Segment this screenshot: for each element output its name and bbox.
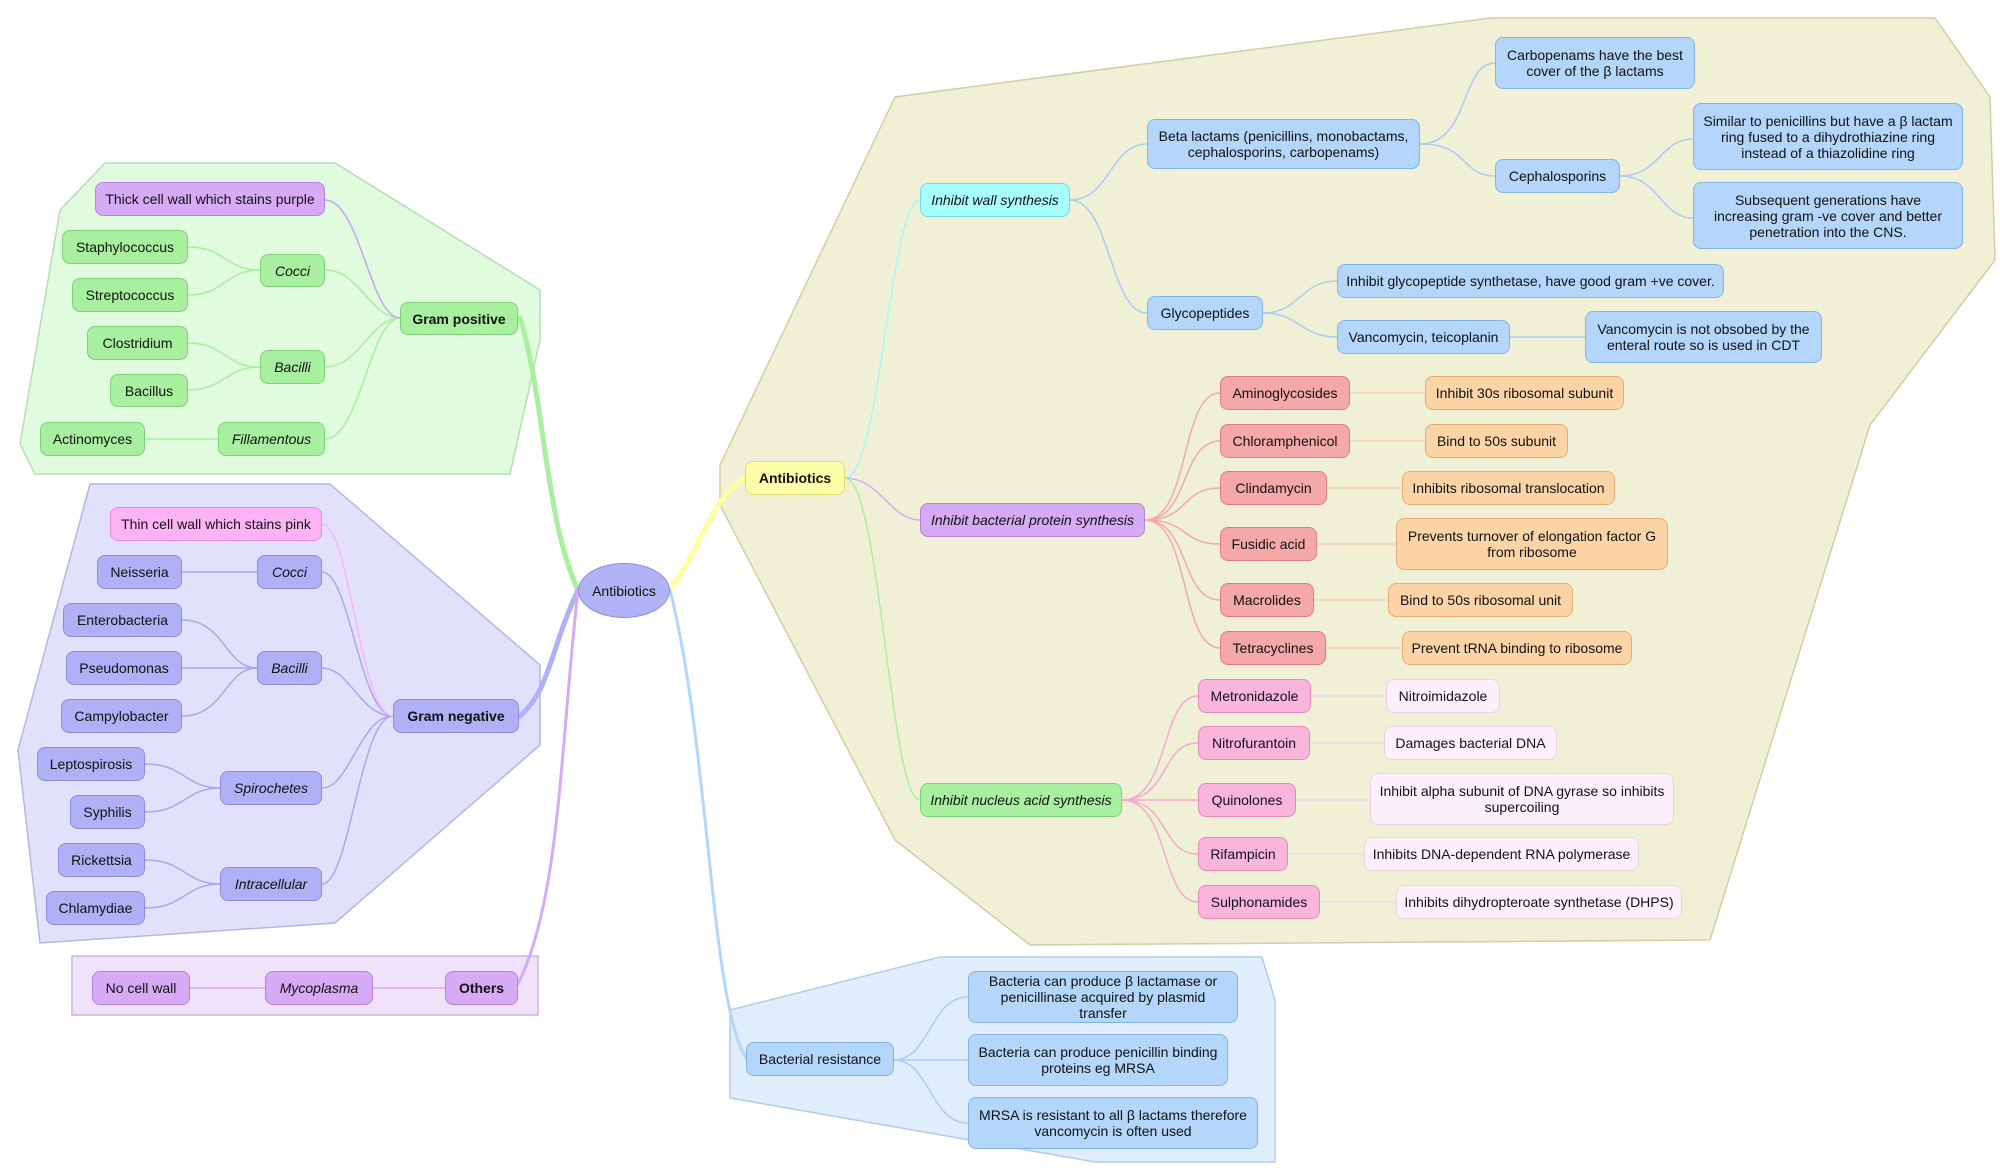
gram-negative-cocci-node[interactable]: Cocci	[257, 555, 322, 589]
cephalosporins-node[interactable]: Cephalosporins	[1495, 159, 1620, 193]
rickettsia-node[interactable]: Rickettsia	[58, 843, 145, 877]
syphilis-node[interactable]: Syphilis	[70, 795, 145, 829]
gram-negative-node[interactable]: Gram negative	[393, 699, 519, 733]
streptococcus-node[interactable]: Streptococcus	[72, 278, 188, 312]
leptospirosis-node[interactable]: Leptospirosis	[37, 747, 145, 781]
rifampicin-node[interactable]: Rifampicin	[1198, 837, 1288, 871]
chloramphenicol-action-node[interactable]: Bind to 50s subunit	[1425, 424, 1568, 458]
rifampicin-action-node[interactable]: Inhibits DNA-dependent RNA polymerase	[1364, 837, 1639, 871]
gram-positive-wall-node[interactable]: Thick cell wall which stains purple	[95, 182, 325, 216]
bacillus-node[interactable]: Bacillus	[110, 374, 188, 407]
cephalosporins-note-1-node[interactable]: Similar to penicillins but have a β lact…	[1693, 103, 1963, 170]
metronidazole-node[interactable]: Metronidazole	[1198, 679, 1311, 713]
pseudomonas-node[interactable]: Pseudomonas	[66, 651, 182, 685]
fusidic-acid-node[interactable]: Fusidic acid	[1220, 527, 1317, 561]
gram-positive-cocci-node[interactable]: Cocci	[260, 254, 325, 287]
actinomyces-node[interactable]: Actinomyces	[40, 422, 145, 456]
nitrofurantoin-node[interactable]: Nitrofurantoin	[1198, 726, 1310, 760]
inhibit-protein-synthesis-node[interactable]: Inhibit bacterial protein synthesis	[920, 503, 1145, 537]
others-node[interactable]: Others	[445, 971, 518, 1005]
gram-negative-region	[17, 483, 541, 944]
clostridium-node[interactable]: Clostridium	[87, 326, 188, 360]
staphylococcus-node[interactable]: Staphylococcus	[62, 230, 188, 264]
fusidic-acid-action-node[interactable]: Prevents turnover of elongation factor G…	[1396, 518, 1668, 570]
enterobacteria-node[interactable]: Enterobacteria	[63, 603, 182, 637]
clindamycin-node[interactable]: Clindamycin	[1220, 471, 1327, 505]
inhibit-nucleic-acid-synthesis-node[interactable]: Inhibit nucleus acid synthesis	[920, 783, 1122, 817]
metronidazole-action-node[interactable]: Nitroimidazole	[1386, 679, 1500, 713]
chloramphenicol-node[interactable]: Chloramphenicol	[1220, 424, 1350, 458]
chlamydiae-node[interactable]: Chlamydiae	[46, 891, 145, 925]
tetracyclines-node[interactable]: Tetracyclines	[1220, 631, 1326, 665]
gram-negative-wall-node[interactable]: Thin cell wall which stains pink	[110, 507, 322, 541]
aminoglycosides-node[interactable]: Aminoglycosides	[1220, 376, 1350, 410]
quinolones-node[interactable]: Quinolones	[1198, 783, 1296, 817]
nitrofurantoin-action-node[interactable]: Damages bacterial DNA	[1384, 726, 1557, 760]
resistance-item-3-node[interactable]: MRSA is resistant to all β lactams there…	[968, 1097, 1258, 1149]
campylobacter-node[interactable]: Campylobacter	[61, 699, 182, 733]
spirochetes-node[interactable]: Spirochetes	[220, 771, 322, 805]
glycopeptides-note-node[interactable]: Inhibit glycopeptide synthetase, have go…	[1337, 264, 1724, 298]
cephalosporins-note-2-node[interactable]: Subsequent generations have increasing g…	[1693, 182, 1963, 249]
intracellular-node[interactable]: Intracellular	[220, 867, 322, 901]
bacterial-resistance-node[interactable]: Bacterial resistance	[746, 1042, 894, 1076]
inhibit-wall-synthesis-node[interactable]: Inhibit wall synthesis	[920, 183, 1070, 217]
vancomycin-note-node[interactable]: Vancomycin is not obsobed by the enteral…	[1585, 311, 1822, 363]
sulphonamides-action-node[interactable]: Inhibits dihydropteroate synthetase (DHP…	[1396, 885, 1682, 919]
aminoglycosides-action-node[interactable]: Inhibit 30s ribosomal subunit	[1425, 376, 1624, 410]
vancomycin-teicoplanin-node[interactable]: Vancomycin, teicoplanin	[1337, 320, 1510, 354]
antibiotics-node[interactable]: Antibiotics	[745, 461, 845, 495]
gram-positive-bacilli-node[interactable]: Bacilli	[260, 350, 325, 384]
center-node-antibiotics[interactable]: Antibiotics	[578, 563, 670, 618]
quinolones-action-node[interactable]: Inhibit alpha subunit of DNA gyrase so i…	[1370, 773, 1674, 825]
beta-lactams-node[interactable]: Beta lactams (penicillins, monobactams, …	[1147, 119, 1420, 169]
sulphonamides-node[interactable]: Sulphonamides	[1198, 885, 1320, 919]
gram-negative-bacilli-node[interactable]: Bacilli	[257, 651, 322, 685]
neisseria-node[interactable]: Neisseria	[97, 555, 182, 589]
macrolides-node[interactable]: Macrolides	[1220, 583, 1314, 617]
carbopenams-note-node[interactable]: Carbopenams have the best cover of the β…	[1495, 37, 1695, 89]
mycoplasma-node[interactable]: Mycoplasma	[265, 971, 373, 1005]
tetracyclines-action-node[interactable]: Prevent tRNA binding to ribosome	[1402, 631, 1632, 665]
macrolides-action-node[interactable]: Bind to 50s ribosomal unit	[1388, 583, 1573, 617]
resistance-item-2-node[interactable]: Bacteria can produce penicillin binding …	[968, 1034, 1228, 1086]
fillamentous-node[interactable]: Fillamentous	[218, 422, 325, 456]
clindamycin-action-node[interactable]: Inhibits ribosomal translocation	[1402, 471, 1615, 505]
glycopeptides-node[interactable]: Glycopeptides	[1147, 296, 1263, 330]
resistance-item-1-node[interactable]: Bacteria can produce β lactamase or peni…	[968, 971, 1238, 1023]
no-cell-wall-node[interactable]: No cell wall	[92, 971, 190, 1005]
gram-positive-node[interactable]: Gram positive	[400, 302, 518, 335]
